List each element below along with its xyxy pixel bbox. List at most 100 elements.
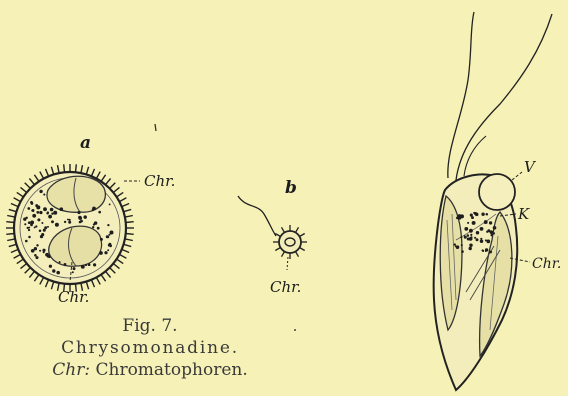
spine: [91, 280, 94, 287]
spine: [14, 198, 21, 202]
spine: [46, 280, 49, 287]
spine: [106, 271, 111, 277]
granule: [490, 234, 492, 236]
granule: [455, 245, 457, 247]
label-k: K: [517, 205, 530, 223]
granule: [24, 223, 26, 225]
spine: [106, 179, 111, 185]
granule: [476, 238, 479, 241]
granule: [43, 194, 45, 196]
granule: [77, 211, 80, 214]
spine: [124, 209, 132, 211]
granule: [488, 239, 490, 241]
granule: [107, 224, 109, 226]
granule: [30, 202, 33, 205]
granule: [39, 211, 42, 214]
granule: [25, 240, 28, 243]
granule: [51, 220, 54, 223]
granule: [83, 215, 86, 218]
granule: [52, 269, 55, 272]
granule: [476, 231, 479, 234]
granule: [30, 224, 33, 227]
granule: [49, 265, 52, 268]
granule: [85, 264, 87, 266]
granule: [68, 219, 70, 221]
granule: [464, 236, 467, 239]
spine: [25, 268, 31, 274]
figure-number: Fig. 7.: [0, 315, 300, 337]
spine: [46, 169, 49, 176]
granule: [97, 227, 100, 230]
spine: [81, 165, 83, 173]
figure-legend: Chr: Chromatophoren.: [0, 359, 300, 381]
spine: [110, 183, 116, 189]
granule: [43, 207, 47, 211]
spine: [101, 275, 106, 282]
granule: [469, 229, 473, 233]
granule: [39, 250, 41, 252]
legend-text: Chromatophoren.: [95, 360, 247, 380]
granule: [35, 256, 38, 259]
granule: [67, 219, 69, 221]
label-chr-a-bottom: Chr.: [58, 288, 89, 306]
granule: [475, 213, 479, 217]
granule: [37, 218, 40, 221]
granule: [47, 226, 49, 228]
spine: [6, 234, 14, 235]
granule: [41, 222, 43, 224]
granule: [92, 226, 94, 228]
cell-b-body: [279, 231, 301, 253]
granule: [467, 222, 469, 224]
granule: [64, 221, 66, 223]
spine: [9, 209, 17, 211]
spine: [96, 277, 100, 284]
spine: [21, 264, 27, 269]
spine: [7, 239, 15, 241]
granule: [461, 244, 463, 246]
spine: [25, 183, 31, 189]
spine: [113, 264, 119, 269]
granule: [50, 208, 54, 212]
cell-b: b Chr.: [238, 178, 307, 331]
granule: [486, 231, 488, 233]
spine: [125, 216, 133, 218]
granule: [28, 236, 31, 239]
spine: [117, 192, 124, 197]
spine: [86, 167, 88, 175]
spine: [40, 172, 44, 179]
granule: [106, 235, 109, 238]
granule: [60, 207, 64, 211]
granule: [98, 211, 101, 214]
granule: [45, 253, 49, 257]
granule: [39, 190, 42, 193]
granule: [470, 236, 472, 238]
spine: [21, 187, 27, 192]
spine: [51, 282, 53, 290]
granule: [480, 239, 484, 243]
granule: [470, 234, 472, 236]
granule: [489, 251, 492, 254]
granule: [35, 225, 37, 227]
granule: [31, 249, 35, 253]
spine: [17, 192, 24, 197]
granule: [108, 234, 110, 236]
granule: [485, 239, 487, 241]
spine: [29, 179, 34, 185]
granule: [32, 209, 35, 212]
spine: [40, 277, 44, 284]
granule: [109, 203, 111, 205]
spine: [34, 275, 39, 282]
spine: [126, 234, 134, 235]
granule: [32, 214, 36, 218]
granule: [464, 227, 468, 231]
granule: [88, 263, 91, 266]
granule: [486, 213, 489, 216]
granule: [461, 250, 464, 253]
spine: [110, 268, 116, 274]
spine: [11, 204, 18, 207]
granule: [68, 221, 71, 224]
granule: [48, 215, 52, 219]
granule: [36, 211, 39, 214]
granule: [484, 220, 488, 224]
granule: [27, 207, 30, 210]
